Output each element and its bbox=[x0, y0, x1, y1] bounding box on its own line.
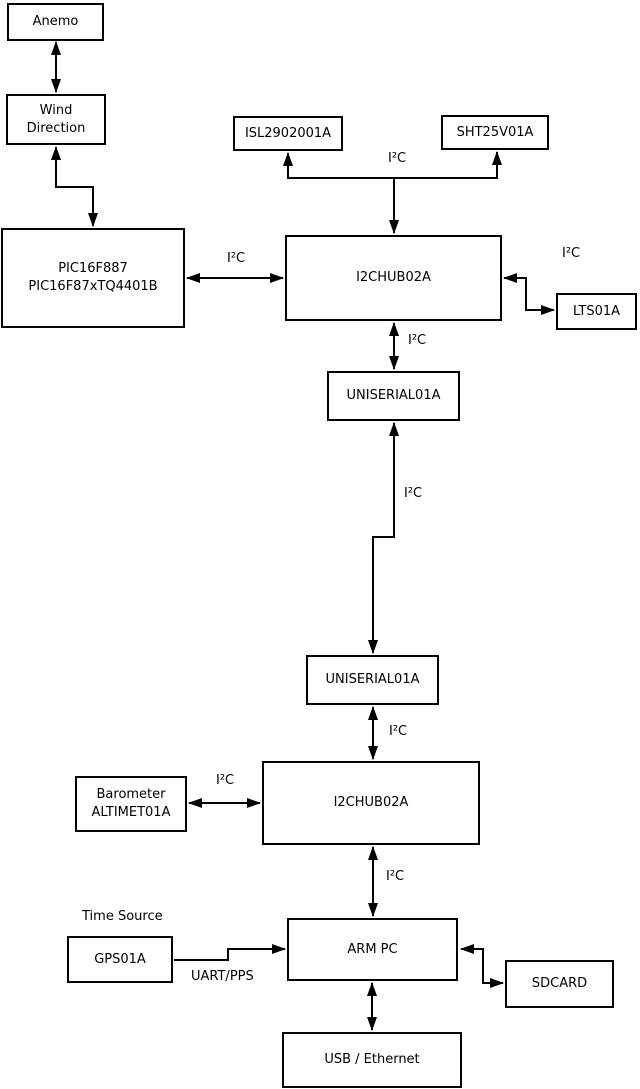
connector-hub1-lts bbox=[503, 273, 555, 315]
node-uniserial01a-bottom: UNISERIAL01A bbox=[306, 655, 439, 705]
node-i2chub02a-bottom-label: I2CHUB02A bbox=[333, 795, 409, 810]
connector-wind-pic bbox=[51, 146, 98, 227]
node-anemo-label: Anemo bbox=[32, 14, 79, 29]
edge-label-i2c-uni2-hub2: I²C bbox=[389, 724, 408, 739]
edge-label-i2c-hub2-arm: I²C bbox=[386, 869, 405, 884]
edge-label-i2c-hub1-lts: I²C bbox=[562, 246, 581, 261]
connector-gps-armpc bbox=[174, 944, 286, 961]
node-uniserial01a-top-label: UNISERIAL01A bbox=[346, 388, 441, 403]
node-wind-direction-label-line2: Direction bbox=[26, 120, 86, 136]
node-arm-pc-label: ARM PC bbox=[347, 941, 398, 957]
node-sdcard: SDCARD bbox=[505, 960, 614, 1008]
node-uniserial01a-bottom-label: UNISERIAL01A bbox=[325, 672, 420, 687]
node-wind-direction-label-line1: Wind bbox=[39, 102, 73, 118]
node-arm-pc: ARM PC bbox=[287, 918, 458, 981]
node-barometer-altimet01a: Barometer ALTIMET01A bbox=[75, 776, 187, 832]
connector-uni1-uni2 bbox=[368, 422, 399, 654]
connector-armpc-sdcard bbox=[460, 944, 504, 988]
node-isl2902001a: ISL2902001A bbox=[233, 116, 343, 151]
edge-label-i2c-uni1-uni2: I²C bbox=[404, 486, 423, 501]
node-gps01a-label: GPS01A bbox=[94, 951, 146, 967]
edge-label-i2c-sensors: I²C bbox=[388, 151, 407, 166]
node-lts01a: LTS01A bbox=[556, 293, 637, 330]
node-wind-direction: Wind Direction bbox=[6, 94, 106, 145]
node-usb-ethernet-label: USB / Ethernet bbox=[324, 1052, 420, 1067]
edge-label-i2c-hub1-uni1: I²C bbox=[408, 333, 427, 348]
connector-isl-sht-bus bbox=[283, 151, 502, 179]
node-barometer-label-line1: Barometer bbox=[96, 787, 166, 802]
edge-label-i2c-pic-hub1: I²C bbox=[227, 251, 246, 266]
node-sdcard-label: SDCARD bbox=[531, 976, 588, 991]
edge-label-uart-pps: UART/PPS bbox=[191, 969, 254, 984]
node-i2chub02a-top-label: I2CHUB02A bbox=[356, 270, 431, 285]
node-pic16f887-label-line2: PIC16F87xTQ4401B bbox=[28, 279, 158, 294]
node-anemo: Anemo bbox=[7, 3, 104, 41]
node-gps01a: GPS01A bbox=[67, 936, 173, 983]
node-i2chub02a-bottom: I2CHUB02A bbox=[262, 761, 480, 845]
node-barometer-label-line2: ALTIMET01A bbox=[91, 805, 171, 820]
node-usb-ethernet: USB / Ethernet bbox=[282, 1032, 462, 1088]
node-sht25v01a-label: SHT25V01A bbox=[456, 124, 534, 140]
node-pic16f887-label-line1: PIC16F887 bbox=[58, 261, 128, 276]
edge-label-time-source: Time Source bbox=[82, 909, 163, 924]
edge-label-i2c-baro-hub2: I²C bbox=[216, 773, 235, 788]
node-lts01a-label: LTS01A bbox=[572, 303, 621, 319]
node-isl2902001a-label: ISL2902001A bbox=[244, 125, 332, 141]
node-sht25v01a: SHT25V01A bbox=[441, 115, 549, 150]
node-uniserial01a-top: UNISERIAL01A bbox=[327, 371, 460, 421]
node-pic16f887: PIC16F887 PIC16F87xTQ4401B bbox=[1, 228, 185, 328]
node-i2chub02a-top: I2CHUB02A bbox=[285, 235, 502, 321]
